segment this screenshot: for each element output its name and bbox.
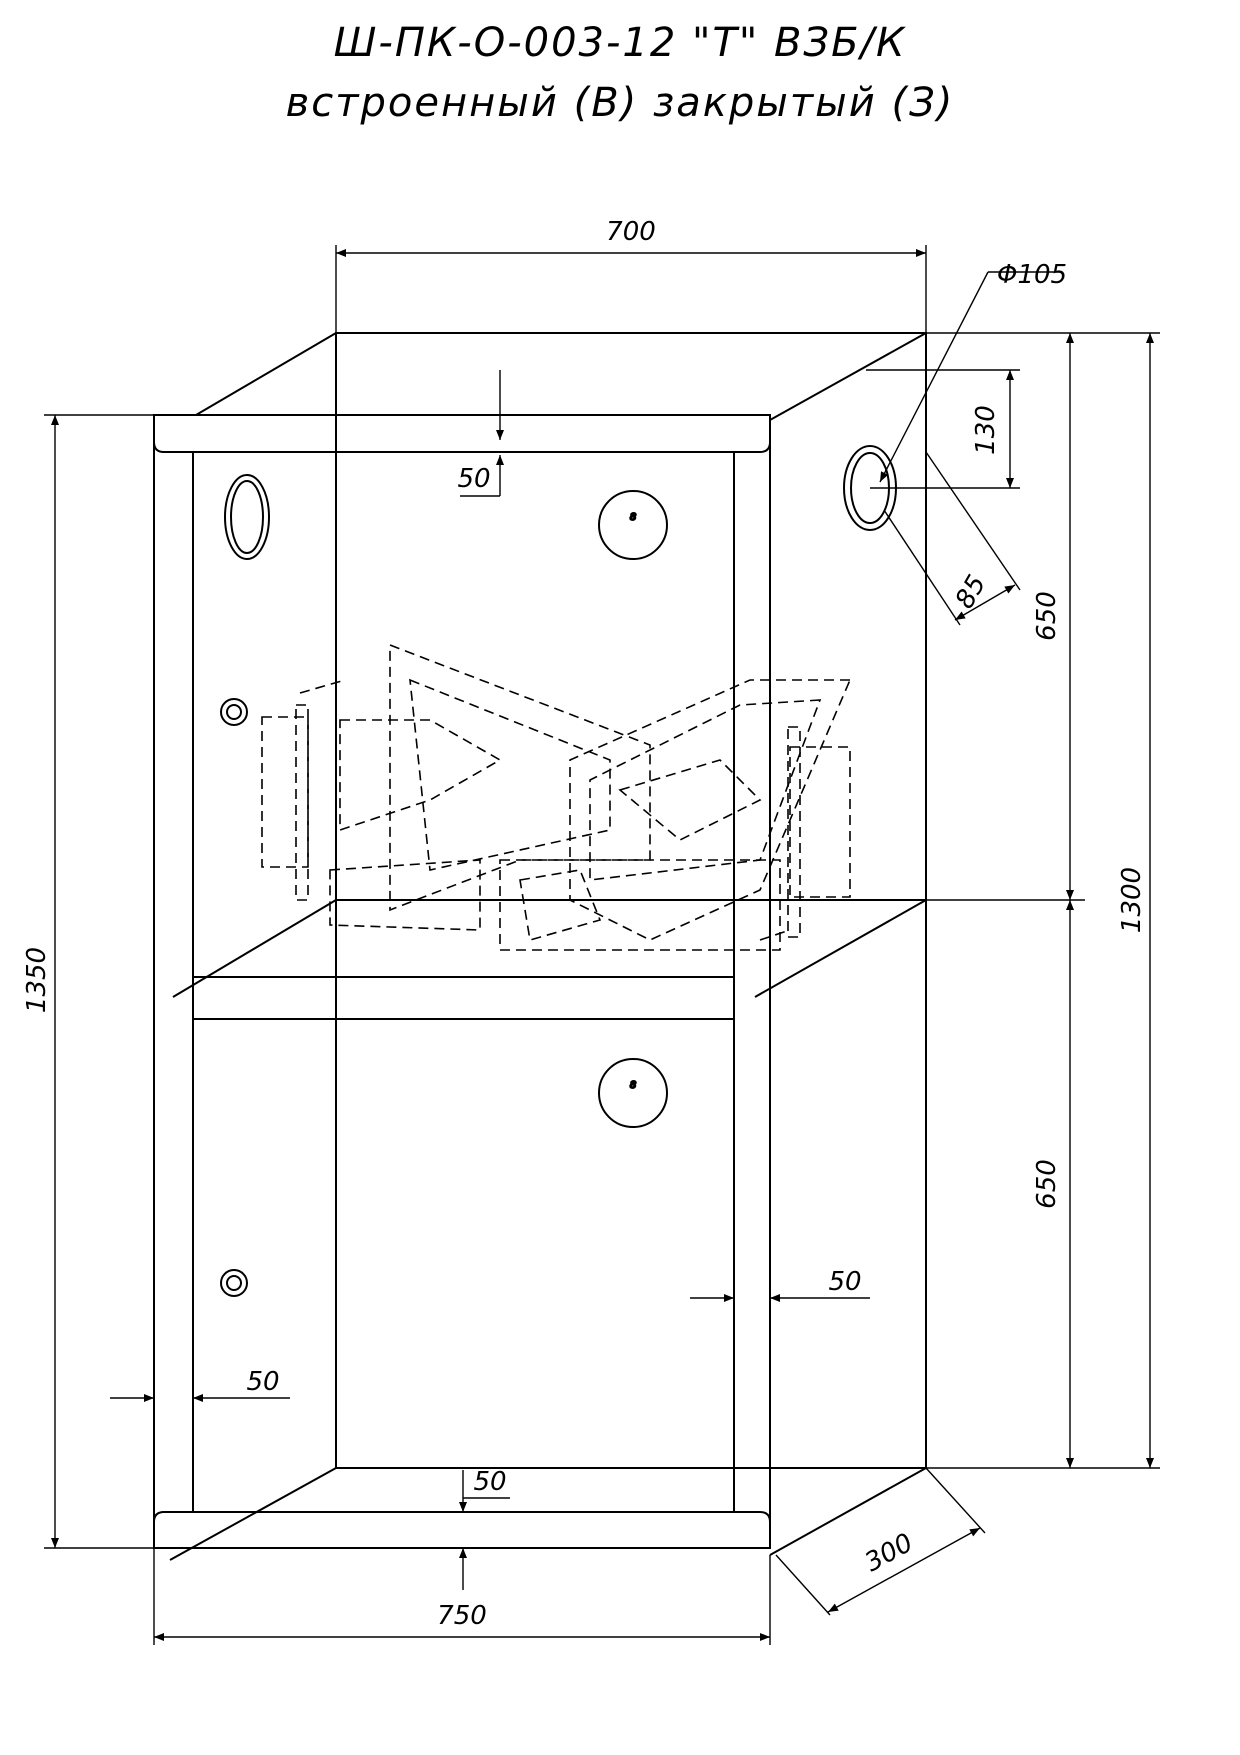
hose-reel-hidden	[261, 643, 852, 951]
label-bottom-gap: 50	[473, 1467, 506, 1497]
shelf-edge-left	[172, 899, 337, 998]
lower-lock	[598, 1058, 668, 1128]
label-left-gap: 50	[246, 1367, 279, 1397]
edge-bottom-left	[169, 1467, 337, 1561]
label-total-height-inner: 1300	[1117, 867, 1147, 933]
dim-depth	[827, 1527, 981, 1613]
upper-door	[192, 451, 735, 978]
svg-text:8: 8	[630, 512, 636, 523]
label-width-bottom: 750	[437, 1601, 487, 1631]
drawing-title-line1: Ш-ПК-О-003-12 "Т" ВЗБ/К	[333, 20, 907, 66]
label-total-height-outer: 1350	[22, 947, 52, 1013]
label-hole-offset-side: 85	[950, 570, 993, 614]
svg-text:8: 8	[630, 1080, 636, 1091]
middle-shelf	[192, 976, 735, 1020]
upper-lock	[598, 490, 668, 560]
cabinet-body: 8 8	[153, 332, 927, 1561]
upper-handle	[220, 698, 248, 726]
label-depth: 300	[860, 1528, 918, 1578]
edge-top-right	[769, 332, 927, 421]
label-lower-height: 650	[1032, 1159, 1062, 1209]
label-hole-diameter: Φ105	[997, 260, 1067, 290]
label-top-gap: 50	[457, 464, 490, 494]
dim-hole-offset-side	[954, 584, 1016, 621]
bottom-flange	[153, 1511, 771, 1549]
drawing-title-line2: встроенный (В) закрытый (З)	[285, 80, 955, 126]
label-upper-height: 650	[1032, 591, 1062, 641]
edge-top-left	[195, 332, 337, 416]
lower-handle	[220, 1269, 248, 1297]
label-hole-offset-top: 130	[971, 405, 1001, 455]
dim-hole-diameter-leader	[879, 271, 989, 483]
shelf-edge-right	[754, 899, 927, 998]
top-flange	[153, 414, 771, 453]
dimension-lines	[44, 245, 1160, 1645]
edge-bottom-right	[769, 1467, 927, 1556]
left-knockout-hole	[224, 474, 270, 560]
lower-door	[192, 1018, 735, 1513]
label-right-gap: 50	[828, 1267, 861, 1297]
label-width-top: 700	[606, 217, 656, 247]
